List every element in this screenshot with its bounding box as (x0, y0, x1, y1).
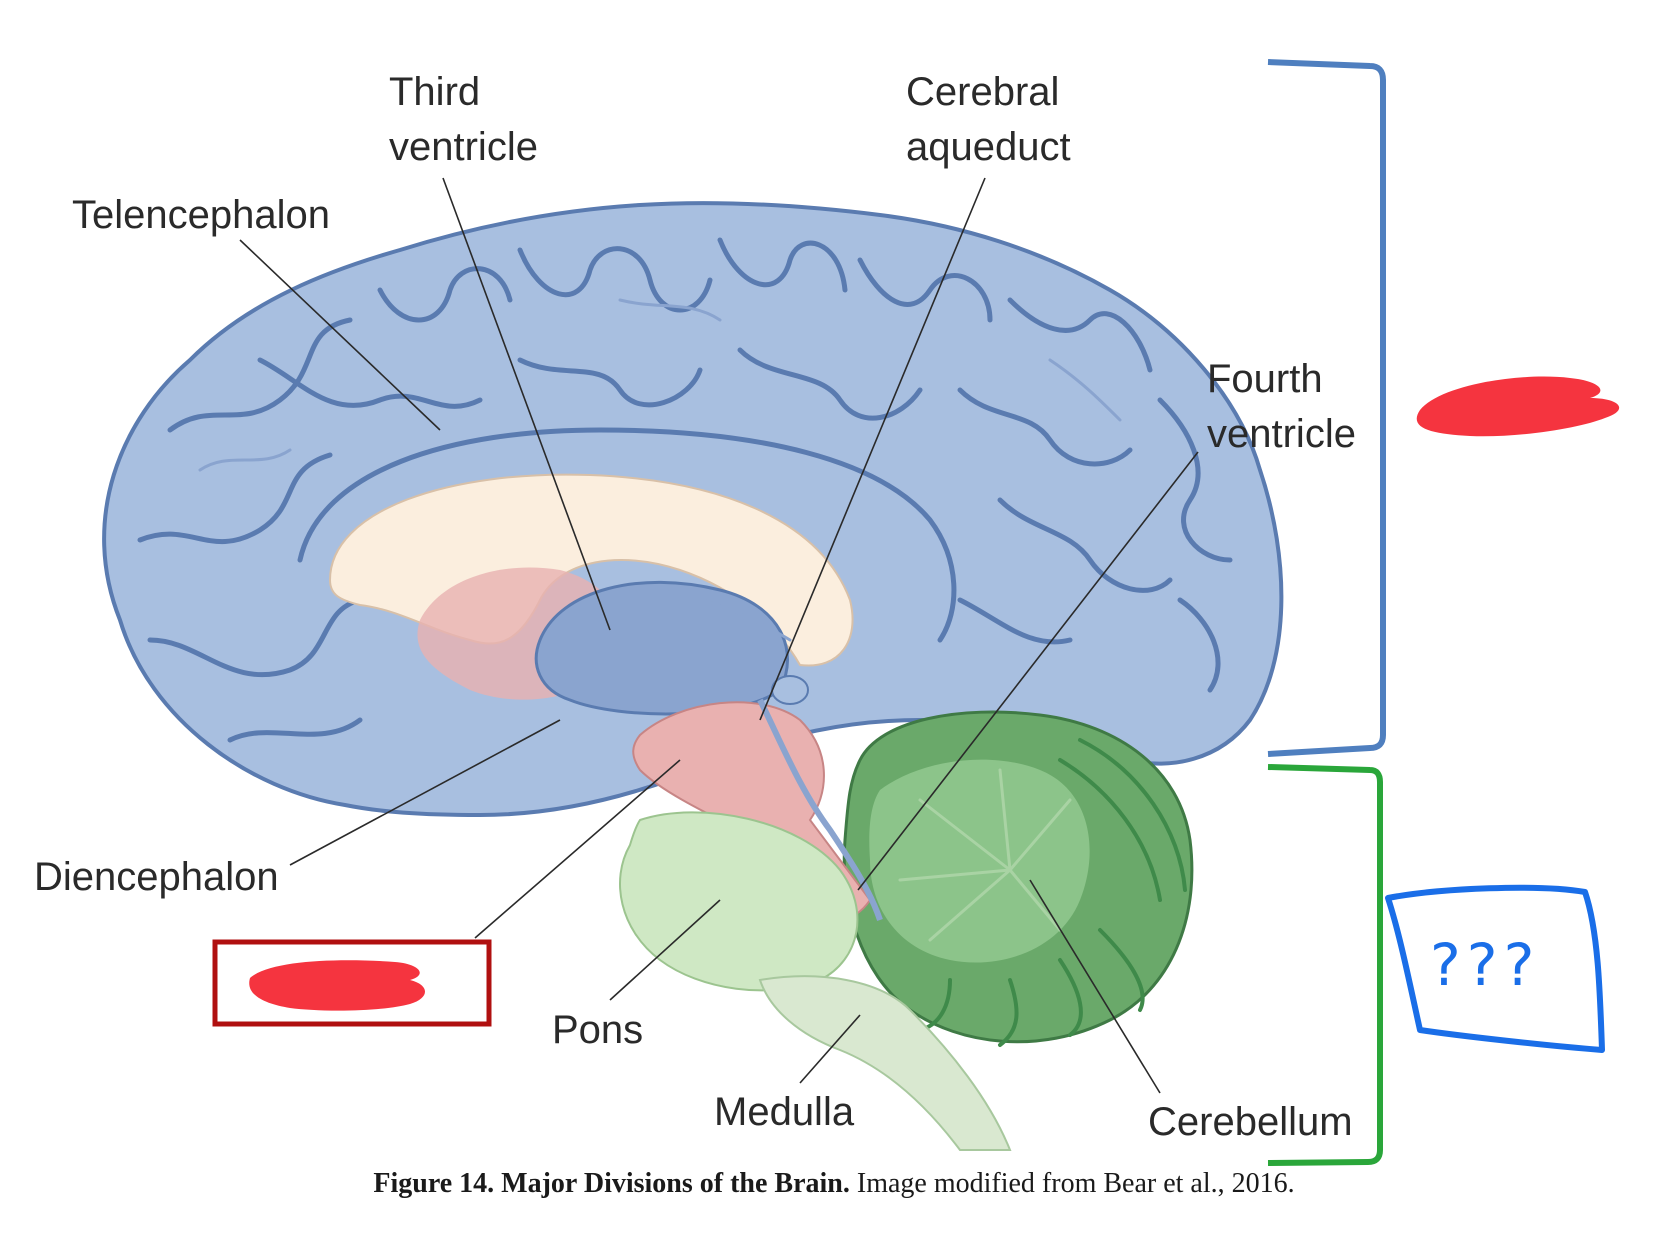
redacted-label-box (212, 939, 492, 1027)
cerebellum-cortex (869, 759, 1090, 963)
label-fourth-ventricle-line1: Fourth (1207, 357, 1323, 401)
medulla-structure (758, 975, 1012, 1151)
gyrus-highlight (1048, 358, 1122, 422)
sulcus (957, 387, 1133, 467)
fornix (618, 587, 792, 642)
sulcus (227, 717, 363, 743)
leader-redacted (474, 759, 681, 939)
sulcus (1007, 297, 1153, 373)
sulcus (147, 597, 363, 678)
sulcus (1157, 397, 1233, 563)
blue-bracket (1267, 59, 1386, 757)
arbor-vitae (918, 798, 1012, 872)
arbor-vitae (1008, 868, 1062, 932)
folia (1098, 928, 1145, 1012)
sulcus (737, 347, 923, 421)
leader-fourth-ventricle (857, 451, 1199, 891)
folia (1058, 958, 1083, 1037)
label-third-ventricle-line1: Third (389, 70, 480, 114)
arbor-vitae (998, 768, 1012, 872)
label-cerebral-aqueduct-line1: Cerebral (906, 70, 1059, 114)
label-cerebellum: Cerebellum (1148, 1100, 1353, 1144)
sulcus (167, 317, 353, 433)
redaction-scribble-left (249, 960, 425, 1011)
gyrus-highlight (198, 448, 292, 472)
label-cerebral-aqueduct: Cerebral aqueduct (906, 70, 1071, 169)
figure-caption: Figure 14. Major Divisions of the Brain.… (0, 1168, 1668, 1200)
leader-medulla (799, 1014, 861, 1084)
arbor-vitae (1008, 798, 1072, 872)
label-fourth-ventricle-line2: ventricle (1207, 412, 1356, 456)
arbor-vitae (898, 868, 1012, 882)
arbor-vitae (928, 868, 1012, 942)
leader-diencephalon (289, 719, 561, 866)
gyrus-highlight (618, 298, 722, 322)
sulcus (137, 452, 333, 545)
sulcus (377, 266, 513, 323)
folia (1058, 758, 1162, 902)
label-medulla: Medulla (714, 1090, 855, 1134)
cerebellum-structure (842, 710, 1194, 1047)
sulcus (997, 497, 1173, 593)
pineal-region (771, 675, 809, 705)
label-cerebral-aqueduct-line2: aqueduct (906, 125, 1071, 169)
leader-cerebral-aqueduct (759, 177, 986, 721)
label-pons: Pons (552, 1008, 643, 1052)
sulcus (957, 597, 1073, 645)
leader-third-ventricle (442, 177, 611, 631)
label-telencephalon: Telencephalon (72, 193, 330, 237)
sulcus (1177, 597, 1221, 693)
caption-title: Major Divisions of the Brain. (501, 1168, 850, 1199)
green-bracket (1267, 764, 1383, 1166)
cingulate-sulcus (297, 427, 957, 643)
label-third-ventricle: Third ventricle (389, 70, 538, 169)
label-diencephalon: Diencephalon (34, 855, 279, 899)
sulcus (857, 257, 993, 323)
caption-text: Image modified from Bear et al., 2016. (856, 1168, 1295, 1199)
question-box-text: ??? (1430, 931, 1540, 999)
leader-pons (609, 899, 721, 1001)
sulcus (517, 357, 703, 408)
label-fourth-ventricle: Fourth ventricle (1207, 357, 1356, 456)
aqueduct-channel (757, 698, 883, 921)
redaction-scribble-right (1416, 376, 1620, 437)
folia (998, 978, 1019, 1047)
caption-figure-number: Figure 14. (373, 1168, 495, 1199)
folia (1078, 738, 1187, 892)
sulcus (517, 246, 713, 313)
leader-telencephalon (239, 239, 441, 431)
third-ventricle (534, 580, 789, 716)
label-third-ventricle-line2: ventricle (389, 125, 538, 169)
sulcus (257, 357, 483, 409)
sulcus (717, 237, 848, 293)
leader-cerebellum (1029, 879, 1161, 1094)
question-box (1385, 884, 1605, 1053)
